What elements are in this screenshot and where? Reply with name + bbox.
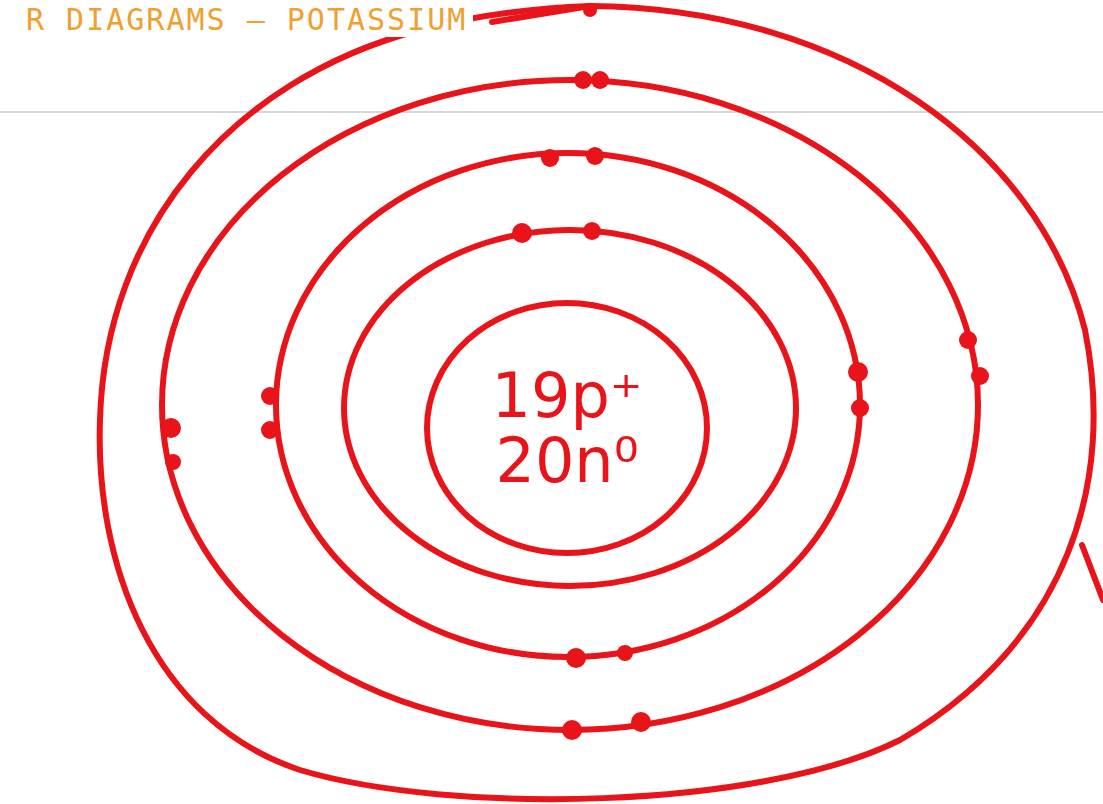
electron — [541, 149, 559, 167]
nucleus-count: 20n⁰ — [495, 428, 638, 493]
electron — [566, 648, 586, 668]
pen-stroke — [1082, 545, 1103, 600]
electron — [971, 367, 989, 385]
shell-1 — [344, 230, 796, 586]
electron — [586, 147, 604, 165]
electron — [631, 712, 651, 732]
nucleus: 19p⁺20n⁰ — [424, 300, 710, 556]
shell-3 — [162, 80, 978, 730]
electron — [848, 362, 868, 382]
electron — [617, 645, 633, 661]
electron — [591, 71, 609, 89]
electron — [261, 421, 279, 439]
electron — [583, 222, 601, 240]
electron — [161, 418, 181, 438]
nucleus-ring — [427, 303, 707, 553]
nucleus-count: 19p⁺ — [492, 363, 643, 428]
electron — [851, 399, 869, 417]
electrons — [161, 3, 989, 740]
slide-title: R DIAGRAMS – POTASSIUM — [20, 2, 473, 37]
pen-stroke — [492, 6, 590, 22]
shell-2 — [276, 153, 860, 657]
electron — [583, 3, 597, 17]
electron — [261, 387, 279, 405]
electron — [574, 71, 592, 89]
electron — [562, 720, 582, 740]
electron — [959, 331, 977, 349]
shell-4 — [100, 6, 1094, 799]
electron — [165, 454, 181, 470]
electron — [512, 223, 532, 243]
